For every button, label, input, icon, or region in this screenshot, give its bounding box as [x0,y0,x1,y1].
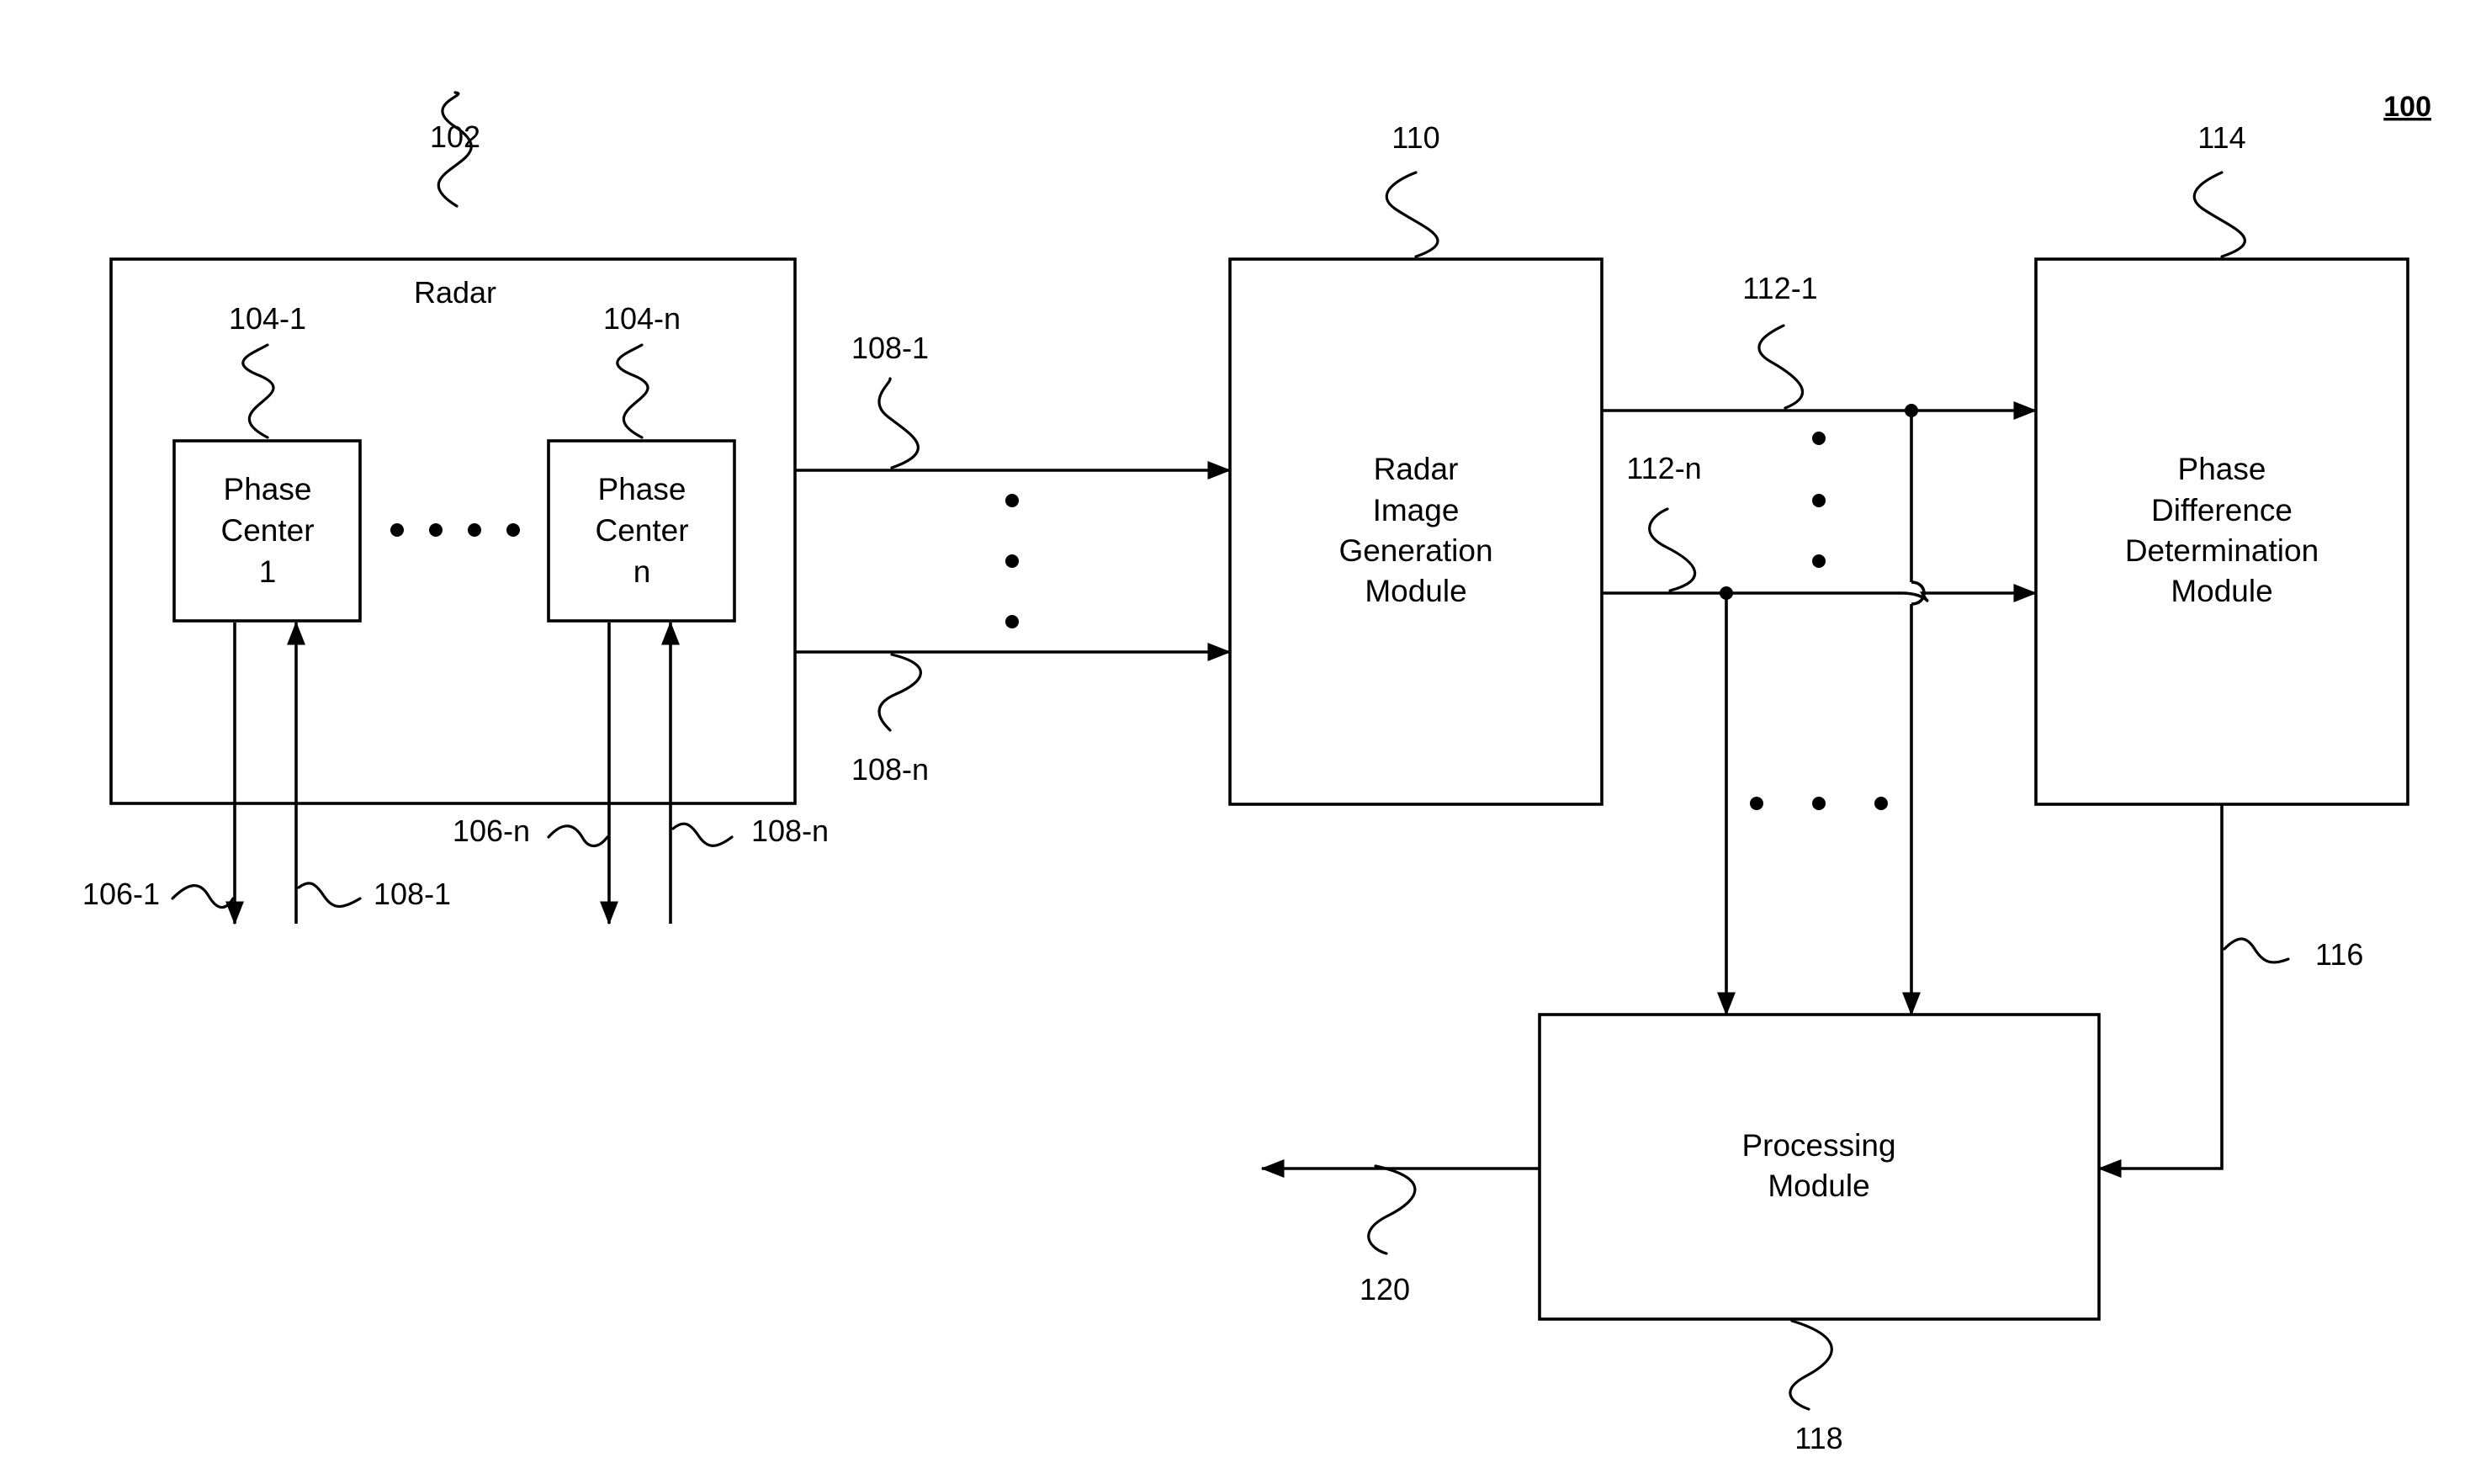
signal-108-n-in-squiggle [673,824,732,845]
rig-module-line-2: Image [1373,493,1460,527]
rig-module-line-3: Generation [1338,533,1492,568]
signal-108-1-in-label: 108-1 [374,877,451,911]
signal-112-n-label: 112-n [1626,451,1701,485]
signal-106-1-squiggle [172,886,233,908]
radar-output-ellipsis [1005,494,1019,628]
phase-center-1-line-1: Phase [224,472,312,506]
signal-108-n-in-label: 108-n [751,814,829,848]
processing-module-ref-leader [1790,1321,1831,1409]
processing-module-line-1: Processing [1741,1128,1895,1163]
processing-module-ref-number: 118 [1794,1421,1842,1455]
signal-108-1-in-squiggle [299,883,360,907]
signal-108-n-out-label: 108-n [851,752,929,787]
pdd-module-line-2: Difference [2151,493,2293,527]
figure-number: 100 [2383,91,2431,123]
radar-label: Radar [414,275,496,310]
phase-center-n-line-1: Phase [598,472,686,506]
signal-120-label: 120 [1360,1272,1410,1306]
rig-output-ellipsis [1812,432,1826,568]
processing-input-ellipsis [1750,797,1888,810]
signal-112-n-squiggle [1650,509,1695,591]
radar-ref-number: 102 [430,119,480,154]
processing-module: Processing Module 118 [1540,1015,2099,1455]
phase-center-n-line-3: n [633,554,651,589]
signal-106-n-label: 106-n [453,814,530,848]
signal-116-label: 116 [2315,937,2363,972]
processing-module-box [1540,1015,2099,1319]
signal-106-1-label: 106-1 [82,877,160,911]
processing-module-line-2: Module [1768,1169,1869,1203]
pdd-module-line-4: Module [2171,574,2272,608]
rig-module-ref-number: 110 [1391,120,1439,155]
signal-106-n-squiggle [549,826,607,846]
signal-108-n-out-squiggle [879,655,920,730]
rig-module-line-4: Module [1365,574,1466,608]
phase-center-1-ref-number: 104-1 [229,301,306,336]
rig-module-box [1230,259,1602,804]
pdd-module-ref-leader [2194,172,2245,257]
rig-module-ref-leader [1386,172,1438,257]
signal-108-1-out-squiggle [879,379,918,468]
phase-center-n-line-2: Center [595,513,688,548]
phase-difference-determination-module: Phase Difference Determination Module 11… [2036,120,2408,804]
signal-108-1-out-label: 108-1 [851,331,929,365]
signal-112-1-squiggle [1759,326,1803,408]
phase-center-1-line-3: 1 [259,554,277,589]
signal-112-n-arrow [1602,593,2036,601]
pdd-module-line-1: Phase [2178,452,2266,486]
rig-module-line-1: Radar [1374,452,1459,486]
pdd-module-line-3: Determination [2125,533,2319,568]
radar-image-generation-module: Radar Image Generation Module 110 [1230,120,1602,804]
signal-120-squiggle [1369,1166,1415,1253]
pdd-module-ref-number: 114 [2197,120,2245,155]
signal-116-squiggle [2224,939,2288,962]
phase-center-n-ref-number: 104-n [603,301,681,336]
signal-112-1-label: 112-1 [1742,271,1817,305]
signal-116-arrow [2099,804,2222,1169]
pdd-module-box [2036,259,2408,804]
phase-center-1-line-2: Center [220,513,314,548]
